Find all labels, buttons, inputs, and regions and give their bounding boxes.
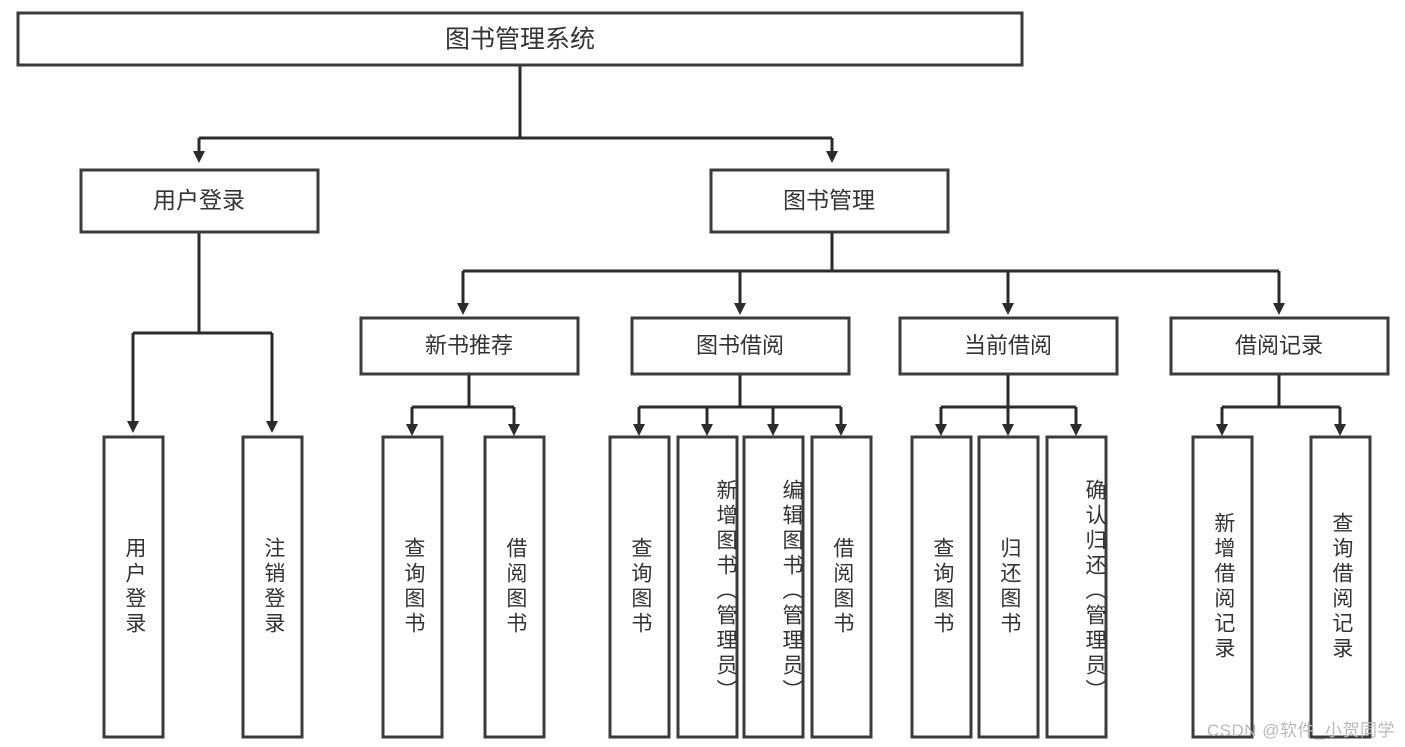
node-current-borrow[interactable]: 当前借阅 [898,316,1119,376]
node-label-user-login: 用户登录 [153,187,245,213]
leaf-box-recommend-1[interactable] [381,435,444,739]
node-book-management[interactable]: 图书管理 [709,168,950,234]
node-label-current-borrow: 当前借阅 [964,333,1052,358]
leaf-box-borrow-3[interactable] [742,435,805,739]
node-system-root[interactable]: 图书管理系统 [16,11,1024,67]
node-label-system-root: 图书管理系统 [445,26,595,54]
node-user-login[interactable]: 用户登录 [79,168,320,234]
node-box[interactable] [359,316,580,376]
node-new-book-recommend[interactable]: 新书推荐 [359,316,580,376]
node-box[interactable] [16,11,1024,67]
node-box[interactable] [79,168,320,234]
leaf-box-current-1[interactable] [910,435,973,739]
node-book-borrow[interactable]: 图书借阅 [630,316,851,376]
leaf-box-group [102,435,1372,739]
leaf-box-current-2[interactable] [977,435,1040,739]
csdn-watermark: CSDN @软件_小贺同学 [1206,721,1395,740]
connector-layer [127,65,1346,436]
node-box[interactable] [630,316,851,376]
node-borrow-record[interactable]: 借阅记录 [1169,316,1390,376]
leaf-box-user-login-2[interactable] [241,435,304,739]
node-box[interactable] [1169,316,1390,376]
leaf-box-record-2[interactable] [1309,435,1372,739]
leaf-box-borrow-4[interactable] [810,435,873,739]
node-box[interactable] [709,168,950,234]
node-box[interactable] [898,316,1119,376]
leaf-box-record-1[interactable] [1191,435,1254,739]
node-label-borrow-record: 借阅记录 [1235,333,1323,358]
node-label-new-book-recommend: 新书推荐 [425,333,513,358]
leaf-box-borrow-2[interactable] [676,435,739,739]
leaf-box-recommend-2[interactable] [483,435,546,739]
node-label-book-borrow: 图书借阅 [696,333,784,358]
leaf-box-borrow-1[interactable] [608,435,671,739]
node-label-book-management: 图书管理 [783,187,875,213]
leaf-box-user-login-1[interactable] [102,435,165,739]
leaf-box-current-3[interactable] [1045,435,1108,739]
